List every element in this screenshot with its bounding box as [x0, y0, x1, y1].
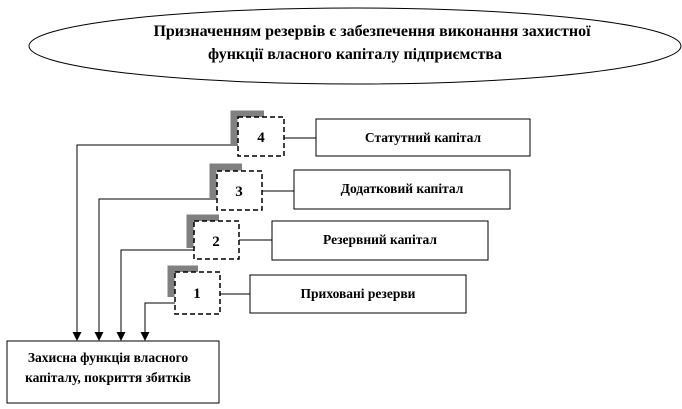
- level-4-arrow: [72, 144, 238, 341]
- level-2-number-box: [193, 220, 240, 260]
- level-1-arrow: [140, 302, 175, 341]
- level-2-shadow: [186, 214, 219, 248]
- level-3-number-box: [216, 170, 263, 211]
- level-3-box: [293, 169, 511, 210]
- level-1-label: Приховані резерви: [301, 286, 416, 301]
- title-line-1: Призначенням резервів є забезпечення вик…: [153, 23, 591, 40]
- level-3-shadow: [209, 163, 242, 198]
- level-3-label: Додатковий капітал: [341, 181, 464, 196]
- level-1: 1 Приховані резерви: [140, 265, 467, 341]
- title-ellipse: [28, 7, 682, 85]
- target-box: [6, 340, 220, 404]
- level-1-number: 1: [193, 286, 201, 302]
- level-2: 2 Резервний капітал: [116, 214, 489, 341]
- level-4-number: 4: [257, 130, 265, 146]
- level-1-box: [249, 274, 467, 314]
- target-line-1: Захисна функція власного: [28, 350, 189, 365]
- level-4: 4 Статутний капітал: [72, 110, 531, 341]
- level-3: 3 Додатковий капітал: [94, 163, 511, 341]
- level-4-box: [315, 118, 531, 157]
- level-2-box: [271, 220, 489, 261]
- level-1-shadow: [167, 265, 198, 297]
- target-line-2: капіталу, покриття збитків: [25, 370, 191, 385]
- level-1-number-box: [174, 271, 221, 315]
- title-line-2: функції власного капіталу підприємства: [208, 46, 502, 63]
- level-2-number: 2: [212, 234, 220, 250]
- level-4-number-box: [237, 116, 285, 157]
- level-2-label: Резервний капітал: [323, 232, 437, 247]
- level-4-label: Статутний капітал: [365, 130, 482, 145]
- level-3-number: 3: [235, 184, 243, 200]
- level-2-arrow: [116, 249, 194, 341]
- level-4-shadow: [230, 110, 264, 144]
- level-3-arrow: [94, 198, 217, 341]
